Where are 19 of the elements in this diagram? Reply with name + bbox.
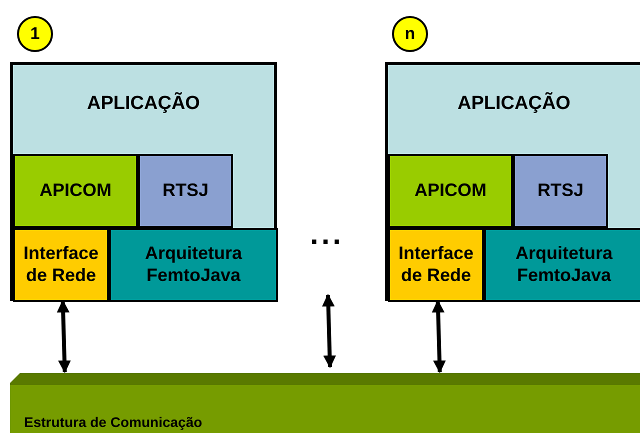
layer-box: Interface de Rede: [13, 228, 109, 302]
layer-box: APICOM: [13, 154, 138, 228]
number-badge: 1: [17, 16, 53, 52]
bus-bar: Estrutura de Comunicação: [10, 373, 640, 433]
layer-box: [10, 62, 277, 301]
layer-box: Arquitetura FemtoJava: [484, 228, 640, 302]
layer-label: APLICAÇÃO: [458, 93, 570, 114]
layer-box: RTSJ: [513, 154, 608, 228]
layer-box: Interface de Rede: [388, 228, 484, 302]
double-arrow: [432, 300, 446, 374]
double-arrow: [56, 300, 71, 374]
double-arrow: [322, 294, 336, 368]
layer-box: Arquitetura FemtoJava: [109, 228, 278, 302]
layer-label: APLICAÇÃO: [87, 93, 200, 114]
number-badge: n: [392, 16, 428, 52]
layer-box: APICOM: [388, 154, 513, 228]
layer-box: [385, 62, 640, 301]
layer-box: RTSJ: [138, 154, 233, 228]
ellipsis: ...: [310, 218, 344, 252]
